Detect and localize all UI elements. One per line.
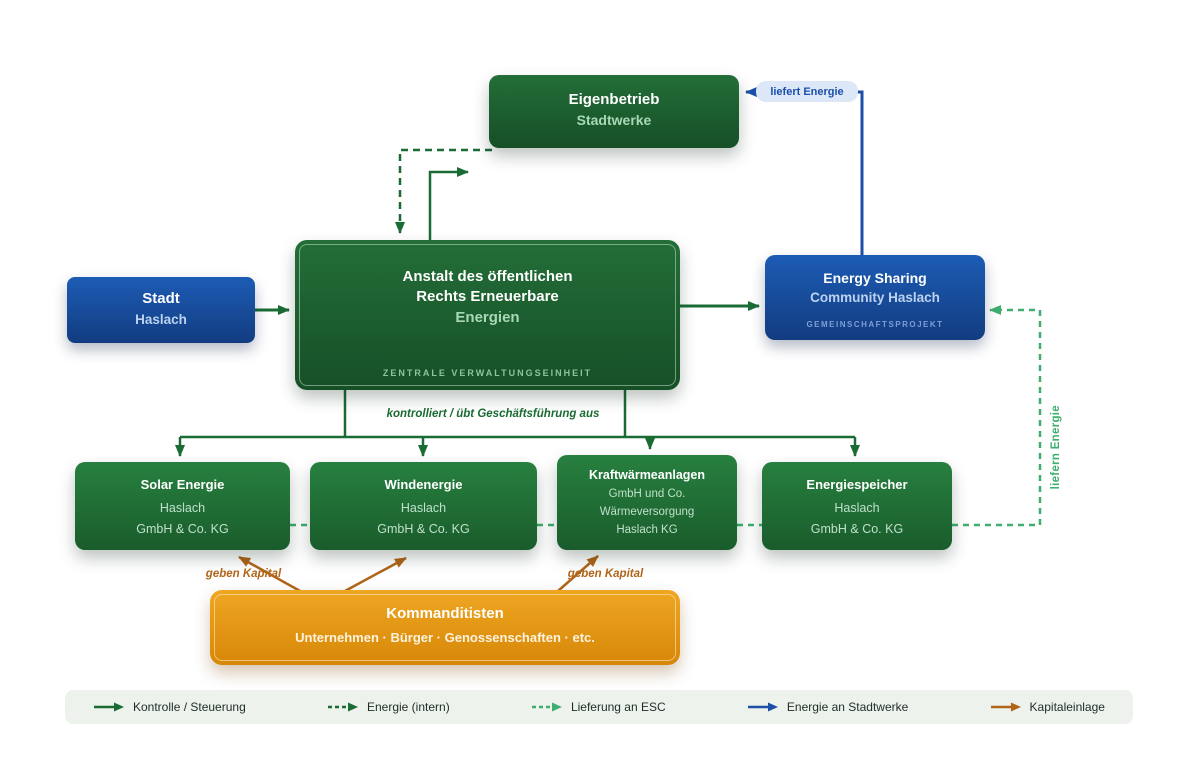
- node-energy-sharing: Energy Sharing Community Haslach GEMEINS…: [765, 255, 985, 340]
- edge-label-kontrolliert: kontrolliert / übt Geschäftsführung aus: [386, 408, 600, 420]
- legend-label: Energie (intern): [366, 700, 450, 714]
- edge-label-geben-kapital-right: geben Kapital: [567, 568, 644, 580]
- edge-label-liefern-energie: liefern Energie: [1050, 405, 1062, 490]
- edge-esc-to-energysharing: [952, 305, 1042, 527]
- edge-kapital-wind: [344, 556, 407, 593]
- node-title-line1: Anstalt des öffentlichen: [402, 268, 573, 285]
- node-solar-energie: Solar Energie Haslach GmbH & Co. KG: [75, 462, 290, 550]
- node-title: Eigenbetrieb: [568, 91, 660, 108]
- node-line: GmbH & Co. KG: [136, 521, 229, 536]
- node-line: GmbH & Co. KG: [810, 521, 904, 536]
- legend-label: Energie an Stadtwerke: [786, 700, 909, 714]
- edge-stadtwerke-zentrale: [395, 148, 492, 234]
- node-title: Energy Sharing: [823, 270, 927, 286]
- legend-item-kontrolle: Kontrolle / Steuerung: [93, 700, 246, 714]
- node-kommanditisten: Kommanditisten Unternehmen · Bürger · Ge…: [210, 590, 680, 665]
- legend-arrow-dashed-green-icon: [327, 702, 358, 712]
- node-line: GmbH und Co.: [608, 488, 686, 501]
- node-title: Windenergie: [384, 477, 463, 492]
- node-energiespeicher: Energiespeicher Haslach GmbH & Co. KG: [762, 462, 952, 550]
- node-title: Stadt: [142, 290, 180, 307]
- node-title: Kommanditisten: [386, 605, 504, 622]
- edge-kapital-kwk: [557, 555, 599, 592]
- node-line: GmbH & Co. KG: [377, 521, 470, 536]
- node-subtitle: Haslach: [135, 312, 187, 328]
- node-title: Energiespeicher: [806, 477, 908, 492]
- node-eigenbetrieb: Eigenbetrieb Stadtwerke: [489, 75, 739, 148]
- legend-item-lieferung-esc: Lieferung an ESC: [531, 700, 666, 714]
- node-title-line2: Rechts Erneuerbare: [416, 288, 559, 306]
- legend-arrow-brown-icon: [990, 702, 1021, 712]
- edge-zentrale-stadtwerke-elbow: [428, 167, 469, 240]
- edge-label-geben-kapital-left: geben Kapital: [205, 568, 282, 580]
- legend-label: Kontrolle / Steuerung: [133, 700, 246, 714]
- node-zentrale-verwaltungseinheit: Anstalt des öffentlichen Rechts Erneuerb…: [295, 240, 680, 390]
- legend-bar: Kontrolle / Steuerung Energie (intern) L…: [65, 690, 1133, 724]
- node-caption: ZENTRALE VERWALTUNGSEINHEIT: [382, 368, 593, 378]
- legend-arrow-solid-green-icon: [94, 702, 124, 712]
- node-windenergie: Windenergie Haslach GmbH & Co. KG: [310, 462, 537, 550]
- node-stadt: Stadt Haslach: [67, 277, 255, 343]
- edge-label-liefert-energie: liefert Energie: [756, 81, 858, 102]
- legend-label: Lieferung an ESC: [570, 700, 666, 714]
- legend-arrow-blue-icon: [747, 702, 778, 712]
- legend-label: Kapitaleinlage: [1029, 700, 1105, 714]
- legend-item-kapitaleinlage: Kapitaleinlage: [990, 700, 1105, 714]
- legend-item-energie-intern: Energie (intern): [327, 700, 450, 714]
- legend-item-energie-stadtwerke: Energie an Stadtwerke: [747, 700, 908, 714]
- edge-energysharing-stadtwerke: [745, 87, 864, 255]
- node-line: Haslach: [159, 500, 206, 515]
- node-line: Haslach: [400, 500, 447, 515]
- node-subtitle: Stadtwerke: [576, 112, 652, 129]
- node-subtitle: Unternehmen · Bürger · Genossenschaften …: [295, 630, 595, 646]
- node-caption: GEMEINSCHAFTSPROJEKT: [806, 320, 944, 329]
- node-line: Haslach: [834, 500, 880, 515]
- node-line: Wärmeversorgung: [599, 506, 695, 519]
- edge-kapital-solar: [238, 555, 301, 593]
- edge-control-tree: [180, 390, 855, 439]
- node-title-line3: Energien: [455, 308, 520, 326]
- node-subtitle: Community Haslach: [810, 290, 940, 306]
- node-line: Haslach KG: [616, 523, 678, 536]
- legend-arrow-dashed-lightgreen-icon: [531, 702, 562, 712]
- node-title: Kraftwärmeanlagen: [588, 468, 705, 482]
- node-kraftwaermeanlagen: Kraftwärmeanlagen GmbH und Co. Wärmevers…: [557, 455, 737, 550]
- node-title: Solar Energie: [140, 477, 225, 492]
